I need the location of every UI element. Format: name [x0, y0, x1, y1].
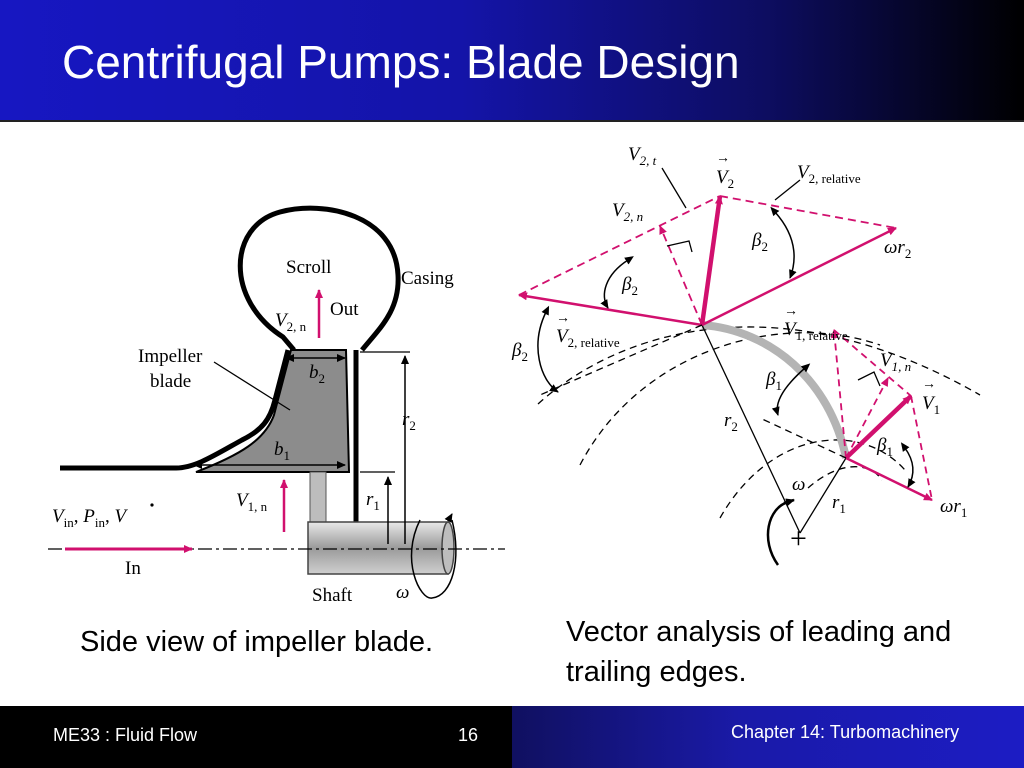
caption-vector-analysis: Vector analysis of leading and trailing …	[566, 616, 952, 688]
beta2-left-label: β2	[511, 340, 528, 364]
inlet-conditions-label: Vin, Pin, V	[52, 506, 128, 530]
hub-outer-line	[60, 349, 291, 471]
footer-chapter: Chapter 14: Turbomachinery	[731, 722, 960, 742]
beta1-left-label: β1	[765, 369, 782, 393]
b1-label: b1	[274, 439, 290, 463]
shaft	[307, 521, 449, 575]
blade-profile	[701, 321, 850, 459]
v1n-vector-label: V1, n	[880, 350, 911, 374]
v2-vector-arrow	[699, 195, 723, 326]
center-plus: +	[790, 522, 807, 555]
v1n-label: V1, n	[236, 490, 268, 514]
omega-vector-label: ω	[792, 474, 805, 495]
out-label: Out	[330, 299, 359, 320]
omega-label: ω	[396, 582, 409, 603]
r1-label: r1	[366, 489, 380, 513]
svg-text:→: →	[922, 377, 936, 392]
scroll-label: Scroll	[286, 257, 331, 278]
footer-course: ME33 : Fluid Flow	[53, 725, 198, 745]
svg-text:→: →	[556, 311, 570, 326]
svg-text:→: →	[716, 151, 730, 166]
beta1-right-label: β1	[876, 435, 893, 459]
b2-label: b2	[309, 362, 325, 386]
r2-label: r2	[402, 409, 416, 433]
in-label: In	[125, 558, 141, 579]
v2-relative-arrow	[518, 292, 703, 327]
footer-left	[0, 706, 512, 768]
impeller-label-line1: Impeller	[138, 346, 203, 367]
impeller-blade-shape	[195, 349, 351, 473]
v1-relative-arrow	[830, 329, 847, 459]
footer-page-number: 16	[458, 725, 479, 745]
omega-r2-label: ωr2	[884, 237, 911, 261]
v1-vector-label: V1	[922, 393, 940, 417]
r2-vector-label: r2	[724, 410, 738, 434]
casing-label: Casing	[401, 268, 454, 289]
shaft-label: Shaft	[312, 585, 353, 606]
v2-vector-label: V2	[716, 167, 734, 191]
omega-r1-arrow	[845, 456, 933, 502]
v2n-label: V2, n	[275, 310, 307, 334]
r1-vector-label: r1	[832, 492, 846, 516]
v1-vector-arrow	[844, 394, 913, 460]
slide-title: Centrifugal Pumps: Blade Design	[62, 36, 740, 88]
v2-relative-top-label: V2, relative	[797, 162, 861, 186]
svg-text:→: →	[784, 304, 798, 319]
v1-relative-label: V1, relative	[784, 319, 848, 343]
beta2-top-label: β2	[751, 230, 768, 254]
scroll-casing-outline	[237, 205, 401, 352]
v2t-label: V2, t	[628, 144, 657, 168]
caption-impeller: Side view of impeller blade.	[80, 626, 434, 658]
beta2-mid-label: β2	[621, 274, 638, 298]
omega-r1-label: ωr1	[940, 496, 967, 520]
impeller-label-line2: blade	[150, 371, 191, 392]
omega-r2-arrow	[701, 226, 897, 327]
footer-right	[512, 706, 1024, 768]
v2n-vector-label: V2, n	[612, 200, 643, 224]
title-bar: Centrifugal Pumps: Blade Design	[0, 0, 1024, 122]
v2-relative-left-label: V2, relative	[556, 326, 620, 350]
inner-radius-arc	[719, 439, 906, 519]
